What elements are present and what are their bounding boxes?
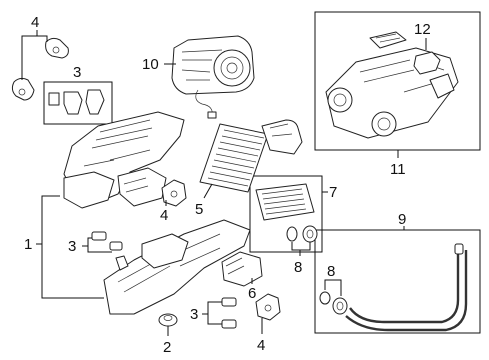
leader-3-bottom — [202, 301, 222, 325]
callout-1: 1 — [24, 236, 32, 253]
part-4-bottom-bracket — [255, 293, 281, 321]
part-4-mid-bracket — [161, 179, 187, 207]
part-8-o-rings-mid — [286, 225, 318, 243]
callout-5: 5 — [195, 201, 203, 218]
leader-4-top — [21, 30, 48, 80]
callout-4-bottom: 4 — [257, 337, 265, 354]
part-4-top-brackets — [11, 37, 69, 101]
leader-1 — [36, 195, 104, 299]
leader-5 — [203, 183, 213, 199]
callout-2: 2 — [163, 339, 171, 356]
callout-10: 10 — [142, 56, 159, 73]
part-12-sensor — [369, 31, 441, 75]
part-2-grommet — [158, 313, 178, 327]
part-3-left-screws — [91, 231, 129, 271]
leader-8-right — [324, 279, 342, 296]
callout-7: 7 — [329, 184, 337, 201]
leader-8-mid — [291, 242, 311, 256]
callout-8-right: 8 — [327, 263, 335, 280]
callout-6: 6 — [248, 285, 256, 302]
callout-11: 11 — [390, 161, 406, 178]
part-6-actuator — [221, 251, 263, 287]
part-8-o-rings-right — [319, 291, 348, 315]
box-part-9-tube-kit — [314, 229, 481, 334]
callout-3-top: 3 — [73, 64, 81, 81]
part-7-heater-core — [255, 183, 315, 221]
callout-4-mid: 4 — [160, 207, 168, 224]
part-9-tube-assembly — [345, 243, 468, 332]
callout-9: 9 — [398, 211, 406, 228]
part-10-blower-assembly — [171, 35, 255, 119]
box-part-7-heater-core — [249, 175, 323, 253]
part-3-clips — [48, 89, 105, 115]
callout-8-mid: 8 — [294, 259, 302, 276]
callout-12: 12 — [414, 21, 431, 38]
part-1-hvac-case — [63, 111, 251, 315]
box-part-3-kit — [43, 81, 113, 125]
part-3-bottom-screws — [221, 297, 237, 329]
leader-3-left — [82, 237, 112, 253]
part-5-evaporator-core — [199, 119, 303, 193]
callout-4-top: 4 — [31, 14, 39, 31]
callout-3-bottom: 3 — [190, 306, 198, 323]
callout-3-left: 3 — [68, 238, 76, 255]
